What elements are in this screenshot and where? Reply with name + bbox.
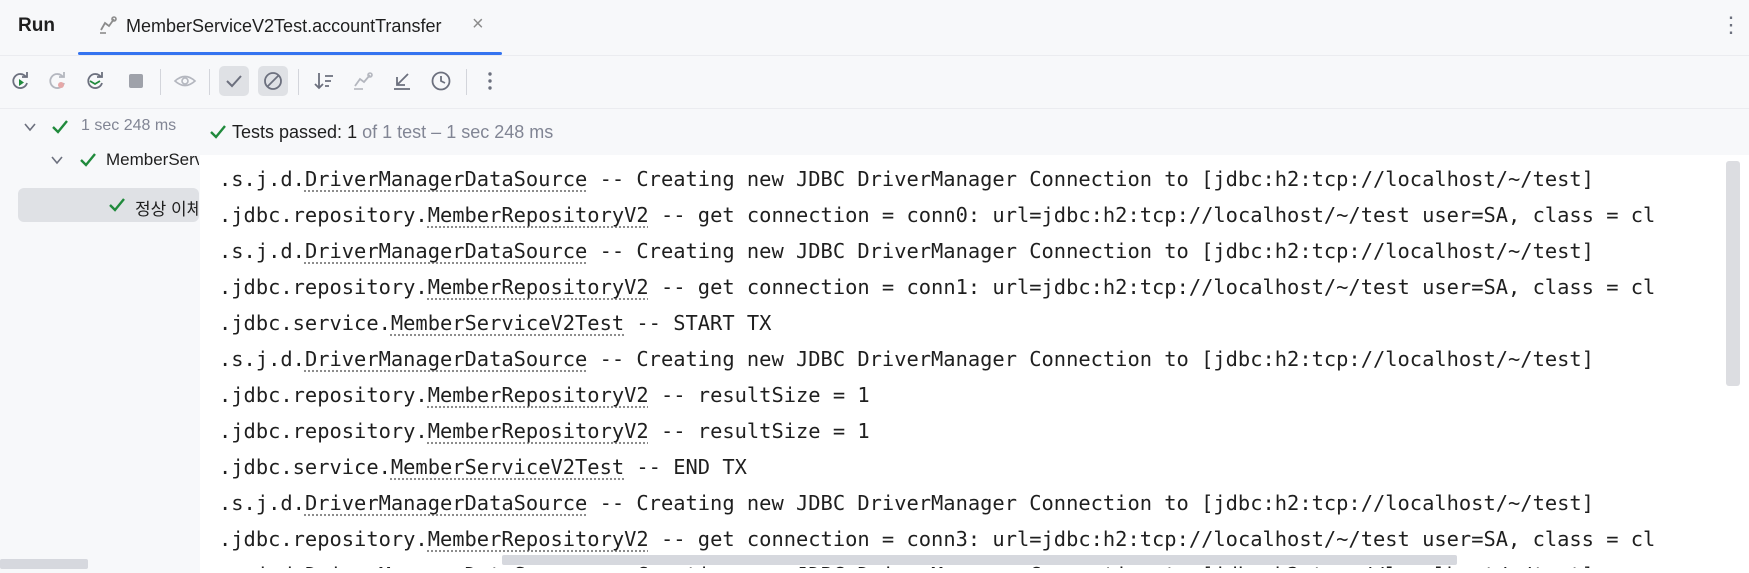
run-tool-window-title: Run — [18, 15, 55, 36]
toolbar-separator — [466, 69, 467, 95]
tab-run-configuration[interactable]: MemberServiceV2Test.accountTransfer × — [78, 0, 502, 55]
console-panel: Tests passed: 1 of 1 test – 1 sec 248 ms… — [200, 109, 1749, 573]
tree-test-node[interactable]: 정상 이체 — [18, 188, 199, 222]
log-line: .s.j.d.DriverManagerDataSource -- Creati… — [219, 341, 1729, 377]
sort-icon[interactable] — [309, 66, 339, 96]
logger-class-link[interactable]: DriverManagerDataSource — [304, 347, 588, 371]
tab-title: MemberServiceV2Test.accountTransfer — [126, 16, 442, 36]
log-message: -- resultSize = 1 — [648, 383, 870, 407]
log-line: .jdbc.repository.MemberRepositoryV2 -- g… — [219, 269, 1729, 305]
passed-count: 1 — [347, 122, 358, 142]
logger-class-link[interactable]: MemberRepositoryV2 — [427, 383, 649, 407]
logger-package: .s.j.d. — [219, 167, 305, 191]
passed-label: Tests passed: — [232, 122, 343, 142]
show-failed-icon[interactable] — [258, 66, 288, 96]
logger-class-link[interactable]: MemberRepositoryV2 — [427, 275, 649, 299]
logger-package: .jdbc.repository. — [219, 419, 428, 443]
import-tests-icon[interactable] — [348, 66, 378, 96]
passed-check-icon — [210, 125, 226, 139]
logger-package: .jdbc.service. — [219, 455, 391, 479]
logger-class-link[interactable]: MemberRepositoryV2 — [427, 419, 649, 443]
logger-package: .jdbc.repository. — [219, 203, 428, 227]
log-message: -- END TX — [624, 455, 747, 479]
log-line: .jdbc.service.MemberServiceV2Test -- END… — [219, 449, 1729, 485]
passed-check-icon — [109, 198, 125, 212]
log-line: .jdbc.repository.MemberRepositoryV2 -- g… — [219, 521, 1729, 557]
test-summary: Tests passed: 1 of 1 test – 1 sec 248 ms — [232, 122, 553, 143]
class-node-label: MemberServiceV2Test — [106, 150, 199, 169]
logger-class-link[interactable]: DriverManagerDataSource — [304, 239, 588, 263]
log-line: .jdbc.repository.MemberRepositoryV2 -- g… — [219, 197, 1729, 233]
root-duration: 1 sec 248 ms — [81, 117, 177, 134]
active-tab-indicator — [78, 52, 502, 55]
logger-package: .jdbc.service. — [219, 311, 391, 335]
log-line: .jdbc.repository.MemberRepositoryV2 -- r… — [219, 413, 1729, 449]
log-line: .s.j.d.DriverManagerDataSource -- Creati… — [219, 485, 1729, 521]
total-duration: 1 sec 248 ms — [446, 122, 554, 142]
test-run-icon — [96, 14, 120, 38]
rerun-icon[interactable] — [5, 66, 35, 96]
toolbar-separator — [298, 69, 299, 95]
close-icon[interactable]: × — [472, 13, 484, 35]
test-status-bar: Tests passed: 1 of 1 test – 1 sec 248 ms — [200, 109, 1749, 155]
console-bottom-edge — [200, 568, 1749, 573]
tree-horizontal-scrollbar[interactable] — [0, 559, 88, 569]
more-actions-icon[interactable] — [475, 66, 505, 96]
logger-package: .s.j.d. — [219, 491, 305, 515]
logger-package: .jdbc.repository. — [219, 383, 428, 407]
log-line: .s.j.d.DriverManagerDataSource -- Creati… — [219, 233, 1729, 269]
console-output[interactable]: .s.j.d.DriverManagerDataSource -- Creati… — [219, 161, 1729, 573]
logger-class-link[interactable]: MemberServiceV2Test — [390, 311, 625, 335]
passed-check-icon — [80, 153, 96, 167]
separator-dash: – — [431, 122, 442, 142]
log-line: .jdbc.repository.MemberRepositoryV2 -- r… — [219, 377, 1729, 413]
toolbar-separator — [160, 69, 161, 95]
logger-class-link[interactable]: DriverManagerDataSource — [304, 167, 588, 191]
logger-package: .jdbc.repository. — [219, 275, 428, 299]
passed-check-icon — [52, 120, 68, 134]
chevron-down-icon[interactable] — [23, 120, 37, 134]
log-message: -- resultSize = 1 — [648, 419, 870, 443]
stop-icon[interactable] — [121, 66, 151, 96]
console-horizontal-scrollbar[interactable] — [502, 555, 1457, 565]
test-node-label: 정상 이체 — [135, 200, 199, 219]
chevron-down-icon[interactable] — [50, 153, 64, 167]
show-passed-icon[interactable] — [219, 66, 249, 96]
rerun-failed-icon[interactable] — [42, 66, 72, 96]
log-message: -- get connection = conn1: url=jdbc:h2:t… — [648, 275, 1656, 299]
logger-class-link[interactable]: MemberRepositoryV2 — [427, 527, 649, 551]
rerun-automatically-icon[interactable] — [80, 66, 110, 96]
logger-class-link[interactable]: MemberRepositoryV2 — [427, 203, 649, 227]
show-ignored-icon[interactable] — [170, 66, 200, 96]
log-line: .jdbc.service.MemberServiceV2Test -- STA… — [219, 305, 1729, 341]
log-message: -- Creating new JDBC DriverManager Conne… — [587, 491, 1594, 515]
console-vertical-scrollbar[interactable] — [1726, 161, 1740, 386]
toolbar-separator — [209, 69, 210, 95]
logger-class-link[interactable]: MemberServiceV2Test — [390, 455, 625, 479]
logger-package: .jdbc.repository. — [219, 527, 428, 551]
logger-package: .s.j.d. — [219, 239, 305, 263]
more-options-icon[interactable]: ⋮ — [1720, 12, 1742, 37]
log-message: -- START TX — [624, 311, 772, 335]
tree-root-node[interactable]: 1 sec 248 ms — [0, 110, 199, 144]
log-message: -- get connection = conn3: url=jdbc:h2:t… — [648, 527, 1656, 551]
log-message: -- get connection = conn0: url=jdbc:h2:t… — [648, 203, 1656, 227]
tree-class-node[interactable]: MemberServiceV2Test — [0, 143, 199, 177]
logger-package: .s.j.d. — [219, 347, 305, 371]
log-message: -- Creating new JDBC DriverManager Conne… — [587, 167, 1594, 191]
export-tests-icon[interactable] — [387, 66, 417, 96]
log-message: -- Creating new JDBC DriverManager Conne… — [587, 347, 1594, 371]
logger-class-link[interactable]: DriverManagerDataSource — [304, 491, 588, 515]
test-tree: 1 sec 248 ms MemberServiceV2Test 정상 이체 — [0, 109, 199, 573]
run-toolbar — [0, 56, 1749, 109]
total-label: of 1 test — [362, 122, 427, 142]
log-message: -- Creating new JDBC DriverManager Conne… — [587, 239, 1594, 263]
history-icon[interactable] — [426, 66, 456, 96]
tool-window-header: Run MemberServiceV2Test.accountTransfer … — [0, 0, 1749, 56]
log-line: .s.j.d.DriverManagerDataSource -- Creati… — [219, 161, 1729, 197]
